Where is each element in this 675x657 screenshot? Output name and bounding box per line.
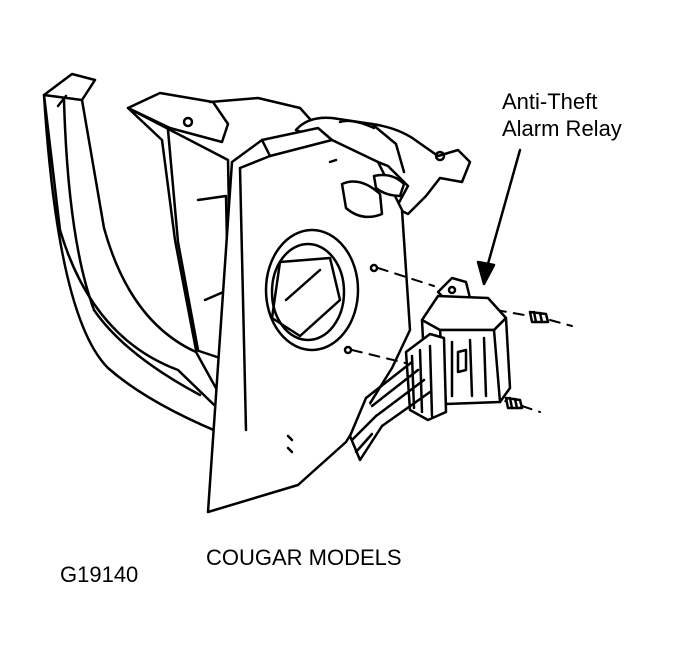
relay-leader-arrow: [476, 148, 522, 286]
relay-label-line-2: Alarm Relay: [502, 116, 622, 141]
mounting-screws: [504, 310, 550, 410]
relay-callout-label: Anti-Theft Alarm Relay: [502, 88, 622, 142]
relay-label-line-1: Anti-Theft: [502, 89, 598, 114]
cable-clamp: [294, 116, 472, 216]
figure-id: G19140: [60, 562, 139, 587]
mounting-plate: [206, 126, 412, 514]
relay-connector: [348, 332, 448, 462]
diagram-caption: COUGAR MODELS: [206, 545, 402, 570]
housing-rear-body: [126, 91, 320, 364]
support-bracket-arm: [42, 72, 240, 440]
